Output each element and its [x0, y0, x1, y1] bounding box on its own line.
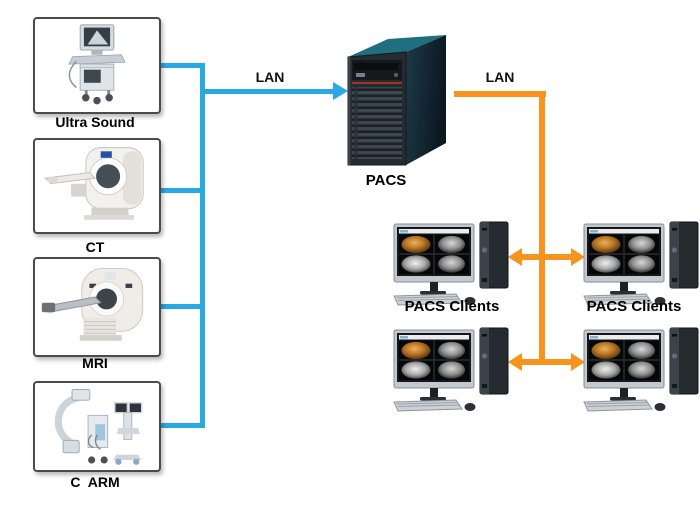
ct-link-line: [156, 188, 202, 193]
workstation-image: [582, 220, 700, 306]
client-arrow-row1-left-head-icon: [508, 248, 522, 266]
lan-label-right: LAN: [485, 69, 515, 85]
workstation-image: [392, 220, 512, 306]
ct-box: [33, 138, 161, 234]
pacs-client-top-left: [392, 220, 512, 306]
client-arrow-row1-shaft: [521, 254, 572, 260]
mri-label: MRI: [82, 355, 108, 371]
ultrasound-link-line: [156, 63, 202, 68]
mri-box: [33, 257, 161, 357]
pacs-clients-label-right: PACS Clients: [586, 298, 682, 315]
workstation-image: [582, 326, 700, 412]
mri-link-line: [156, 304, 202, 309]
pacs-server-label: PACS: [365, 172, 407, 189]
ultrasound-box: [33, 17, 161, 114]
mri-scanner-image: [41, 267, 144, 341]
client-lan-vertical-line: [539, 91, 545, 365]
pacs-client-top-right: [582, 220, 700, 306]
lan-arrowhead-icon: [333, 82, 348, 100]
ct-scanner-image: [44, 147, 144, 220]
client-arrow-row2-left-head-icon: [508, 353, 522, 371]
workstation-image: [392, 326, 512, 412]
c-arm-label: C ARM: [70, 474, 120, 490]
c-arm-box: [33, 381, 161, 472]
pacs-client-bottom-right: [582, 326, 700, 412]
ultrasound-image: [68, 24, 126, 105]
c-arm-link-line: [156, 423, 202, 428]
pacs-server-image: [347, 35, 446, 166]
pacs-clients-label-left: PACS Clients: [404, 298, 500, 315]
c-arm-image: [54, 389, 143, 465]
client-arrow-row1-right-head-icon: [571, 248, 585, 266]
lan-arrow-shaft-blue: [202, 89, 333, 94]
client-arrow-row2-right-head-icon: [571, 353, 585, 371]
pacs-client-bottom-left: [392, 326, 512, 412]
ultrasound-label: Ultra Sound: [55, 114, 135, 130]
ct-label: CT: [85, 239, 105, 255]
client-arrow-row2-shaft: [521, 359, 572, 365]
modality-bus-line: [200, 63, 205, 428]
lan-label-left: LAN: [255, 69, 285, 85]
pacs-server: [342, 31, 452, 167]
client-lan-horizontal-line: [454, 91, 546, 97]
